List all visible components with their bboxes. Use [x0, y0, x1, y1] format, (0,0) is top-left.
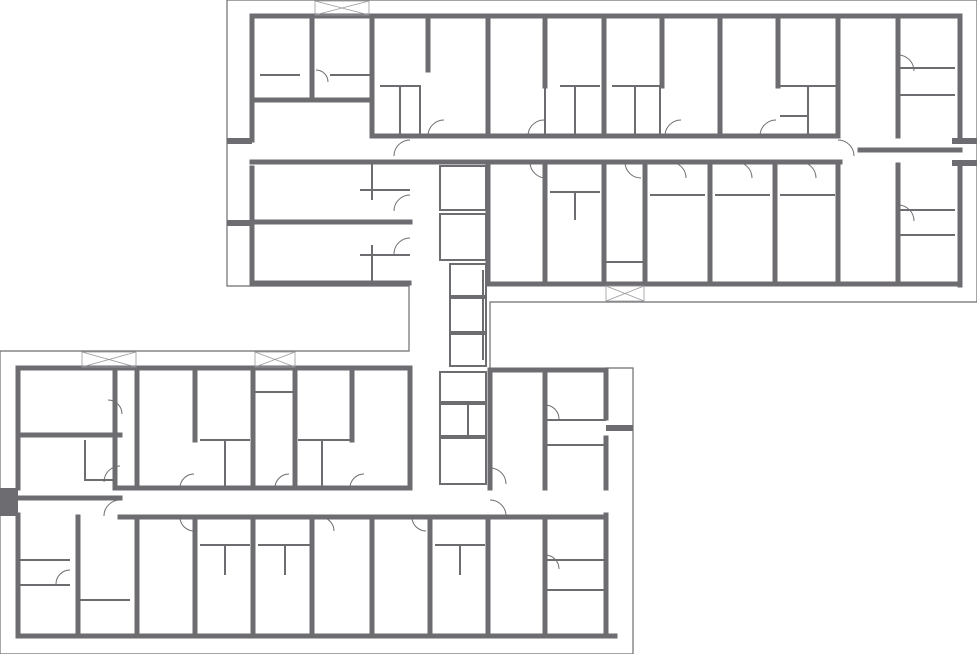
door-swings [55, 54, 915, 585]
lower-wing [15, 365, 618, 639]
vent-hatches [81, 0, 645, 368]
upper-wing [249, 13, 963, 367]
piers [0, 138, 977, 516]
